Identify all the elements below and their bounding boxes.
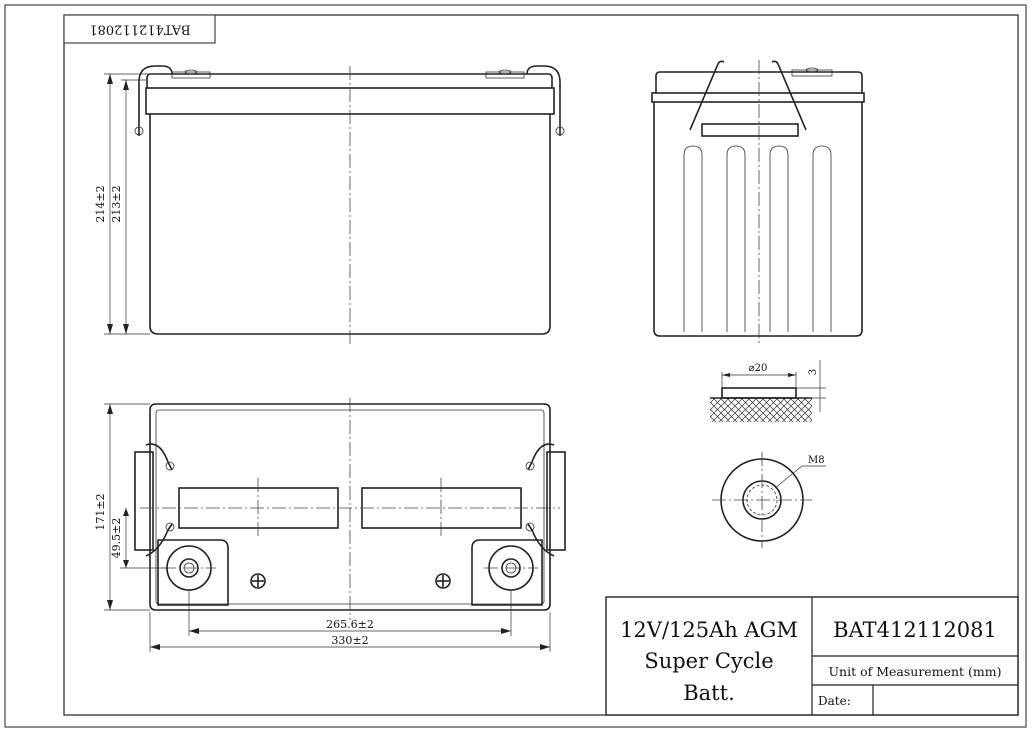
title-product-line2: Super Cycle [644, 649, 773, 673]
title-block: 12V/125Ah AGM Super Cycle Batt. BAT41211… [605, 596, 1019, 716]
terminal-section-detail: ⌀20 3 [710, 360, 826, 422]
dim-length: 330±2 [331, 634, 368, 647]
dim-terminal-diameter: ⌀20 [749, 363, 768, 374]
side-view [651, 60, 865, 344]
label-terminal-thread: M8 [808, 455, 825, 466]
title-part-number: BAT412112081 [833, 618, 997, 642]
title-product-line3: Batt. [683, 681, 735, 705]
code-tab-text: BAT412112081 [89, 22, 190, 37]
dim-terminal-offset: 49.5±2 [110, 518, 123, 559]
title-unit-label: Unit of Measurement (mm) [829, 664, 1002, 679]
title-product-line1: 12V/125Ah AGM [620, 618, 798, 642]
dim-case-height: 213±2 [110, 185, 123, 222]
title-date-label: Date: [818, 694, 851, 708]
dim-terminal-spacing: 265.6±2 [326, 618, 374, 631]
front-view: 214±2 213±2 [94, 65, 565, 344]
top-view: 171±2 49.5±2 265.6±2 330±2 [94, 398, 566, 652]
sheet-border-inner [63, 14, 1019, 716]
sheet-border-outer [4, 4, 1027, 728]
terminal-top-detail: M8 [712, 452, 826, 548]
dim-terminal-height: 3 [808, 369, 819, 375]
dim-width: 171±2 [94, 493, 107, 530]
code-tab: BAT412112081 [63, 14, 216, 44]
dim-overall-height: 214±2 [94, 185, 107, 222]
